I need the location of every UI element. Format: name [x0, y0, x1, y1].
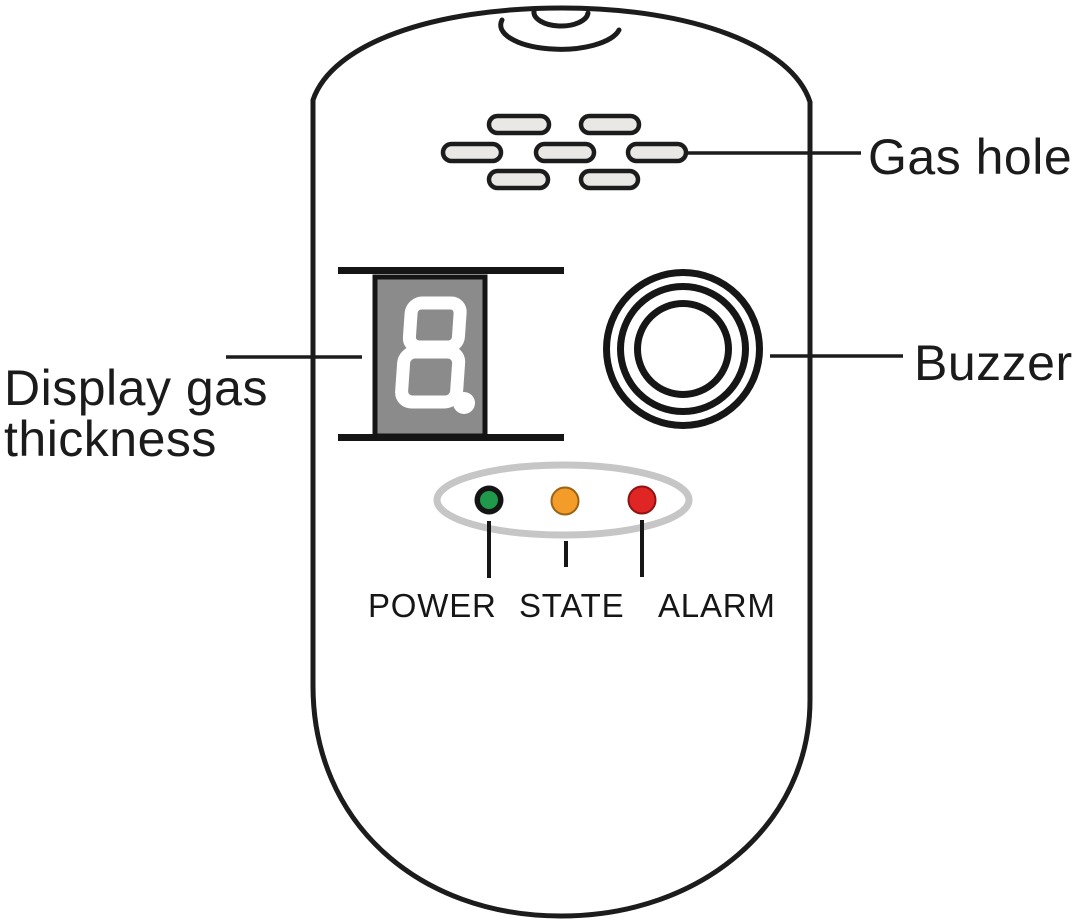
alarm-led [627, 485, 657, 515]
vent-hole [625, 141, 689, 164]
led-panel-ellipse [433, 461, 693, 539]
display-gas-thickness-label: Display gas thickness [4, 363, 268, 465]
state-led-label: STATE [519, 587, 625, 624]
vent-hole [486, 113, 552, 136]
power-led [474, 485, 504, 515]
display-label-line1: Display gas [4, 360, 268, 416]
gas-vent-holes [440, 113, 689, 191]
display-frame-top-bar [338, 267, 564, 274]
mount-slot-outer-arc [498, 17, 622, 52]
display-label-line2: thickness [4, 411, 217, 467]
led-pointer-lines [487, 520, 644, 578]
state-led [550, 486, 580, 516]
vent-hole [578, 168, 641, 191]
alarm-led-label: ALARM [658, 587, 776, 624]
vent-hole [486, 168, 551, 191]
gas-hole-label: Gas hole [868, 129, 1073, 185]
power-led-label: POWER [368, 587, 497, 624]
buzzer-label: Buzzer [914, 335, 1073, 391]
vent-hole [533, 141, 597, 164]
callout-leader-lines [226, 151, 903, 359]
buzzer-rings [603, 269, 763, 429]
seven-segment-digit [395, 296, 467, 409]
mount-slot-inner-arc [531, 8, 591, 29]
vent-hole [440, 141, 504, 164]
decimal-point [453, 392, 475, 414]
vent-hole [578, 113, 642, 136]
